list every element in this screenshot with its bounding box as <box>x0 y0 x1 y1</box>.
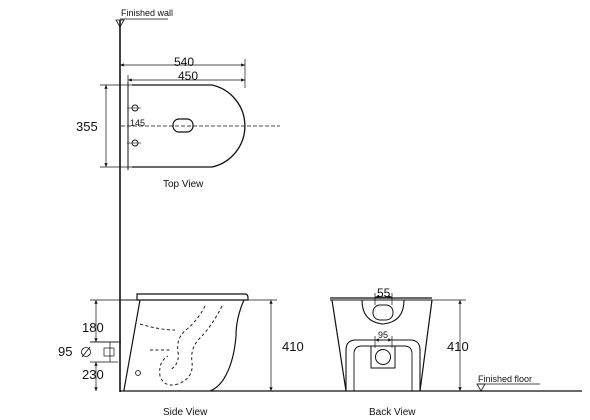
side-view-label: Side View <box>163 407 208 418</box>
dim-back-height <box>432 299 466 391</box>
dim-label-450: 450 <box>178 69 199 83</box>
finished-floor-label: Finished floor <box>478 374 533 384</box>
dim-label-55: 55 <box>377 286 391 300</box>
dim-label-540: 540 <box>174 55 195 69</box>
dim-side-outlet-diameter <box>81 341 118 363</box>
dim-label-355: 355 <box>76 119 98 134</box>
dim-top-width <box>100 84 132 168</box>
dim-label-side-410: 410 <box>282 339 304 354</box>
finished-wall-line <box>115 18 168 392</box>
dim-top-bowl-length <box>127 75 245 84</box>
dim-label-145: 145 <box>130 118 146 128</box>
side-view-body <box>121 293 249 392</box>
back-view-body <box>330 297 433 392</box>
dim-label-back-410: 410 <box>447 339 469 354</box>
dim-side-height <box>248 299 277 391</box>
dim-label-side-95: 95 <box>58 344 73 359</box>
top-view-label: Top View <box>163 179 204 190</box>
dim-label-230: 230 <box>82 367 104 382</box>
dim-label-back-95: 95 <box>378 330 389 340</box>
side-view-trap-hidden <box>139 305 223 386</box>
dim-label-180: 180 <box>82 320 104 335</box>
finished-floor-line <box>120 383 582 392</box>
back-view-label: Back View <box>369 407 416 418</box>
finished-wall-label: Finished wall <box>121 8 174 18</box>
dim-top-overall-length <box>120 59 246 88</box>
dim-back-outlet <box>374 336 393 348</box>
dim-back-inlet <box>374 293 393 305</box>
